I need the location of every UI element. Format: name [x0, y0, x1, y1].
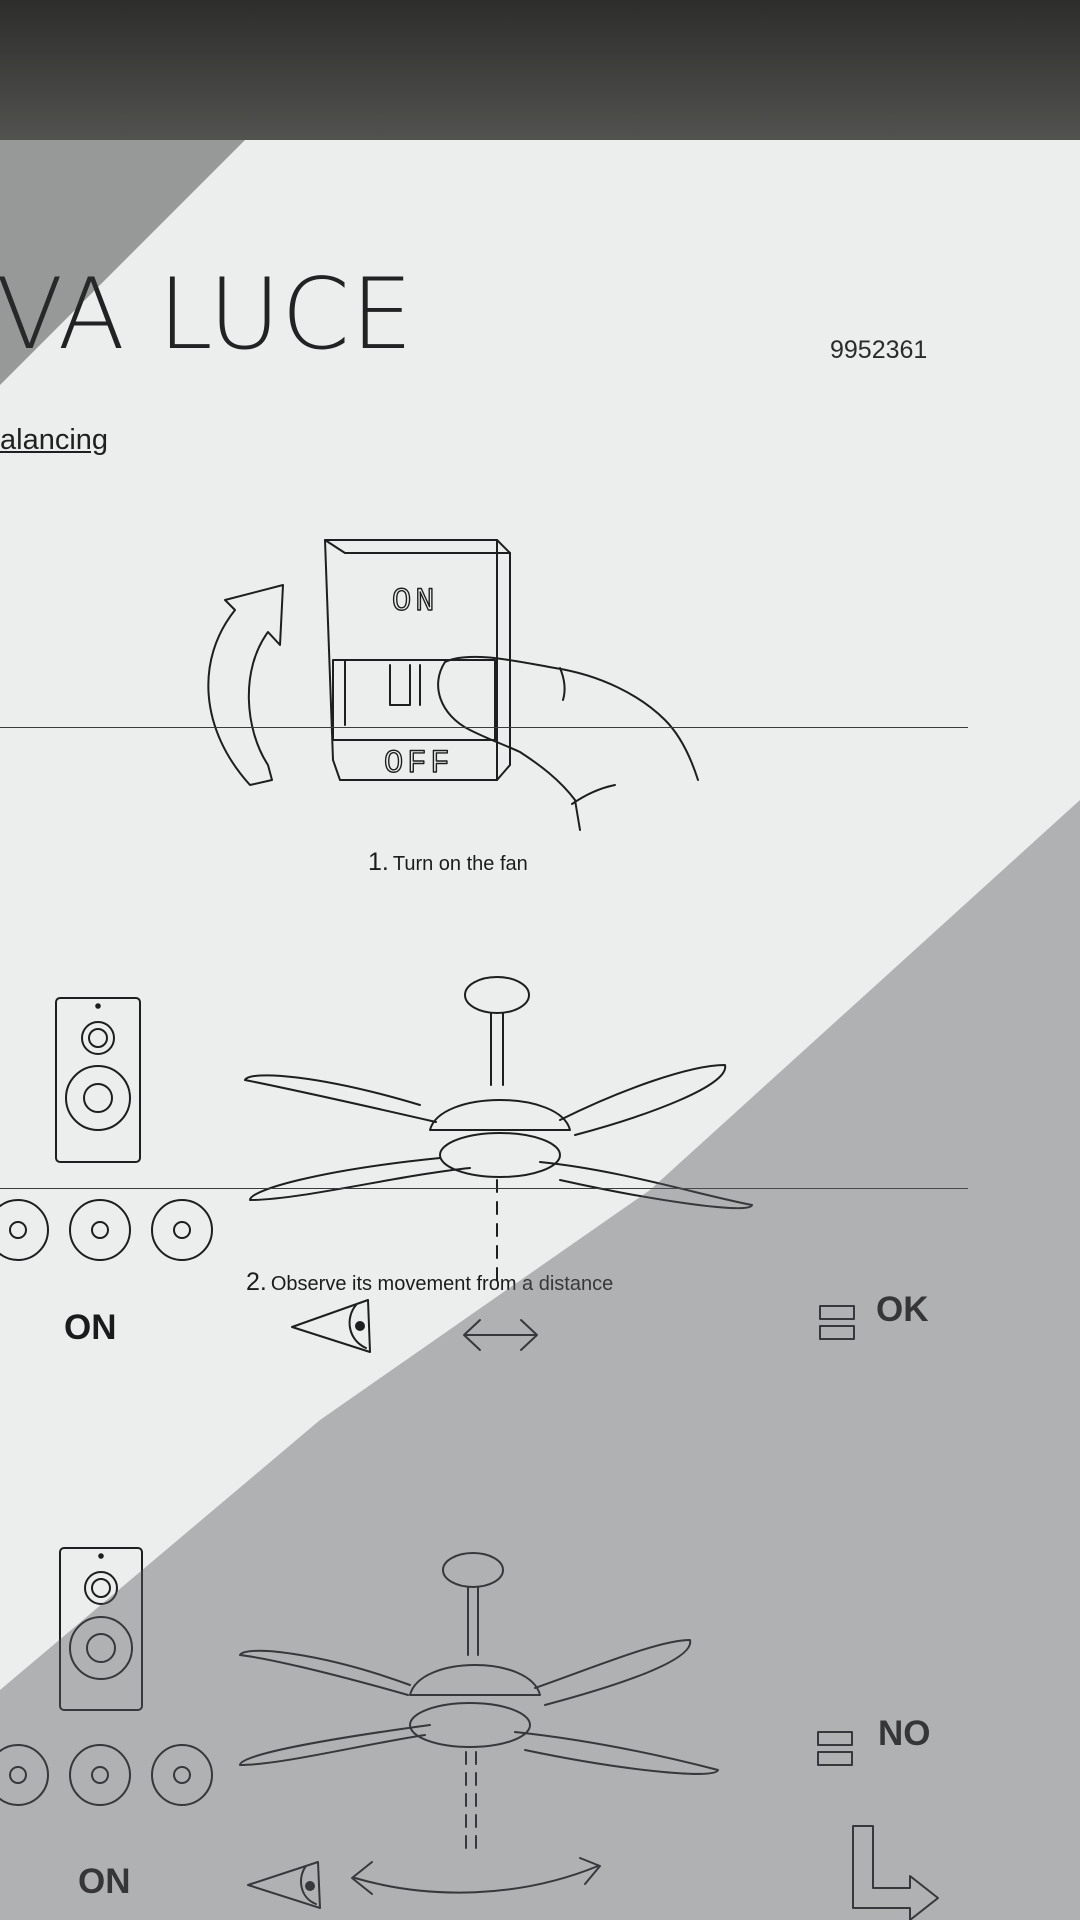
rotating-fan-icon — [0, 1200, 212, 1260]
divider — [0, 727, 968, 728]
step-1-number: 1. — [368, 848, 389, 876]
brand-logo: VA LUCE — [0, 258, 414, 372]
step-2-text: Observe its movement from a distance — [270, 1273, 614, 1295]
switch-on-label: ON — [392, 583, 438, 620]
step-2-number: 2. — [246, 1268, 267, 1296]
double-arrow-icon — [352, 1858, 600, 1894]
remote-control-icon — [60, 1548, 142, 1710]
step-1-caption: 1.Turn on the fan — [368, 848, 528, 877]
wall-switch-icon — [325, 540, 510, 780]
step-2-caption: 2.Observe its movement from a distance — [246, 1268, 613, 1297]
double-arrow-icon — [464, 1320, 537, 1350]
l-arrow-icon — [853, 1826, 938, 1920]
rotating-fan-icon — [0, 1745, 212, 1805]
step-2-result: OK — [876, 1290, 929, 1329]
instruction-sheet: VA LUCE 9952361 alancing ON OFF — [0, 140, 1080, 1920]
switch-off-label: OFF — [384, 745, 454, 782]
eye-icon — [248, 1862, 320, 1908]
divider — [0, 1188, 968, 1189]
section-title: alancing — [0, 424, 109, 456]
equals-icon — [818, 1732, 852, 1765]
equals-icon — [820, 1306, 854, 1339]
ceiling-fan-icon — [245, 977, 752, 1290]
illustrations: ON OFF — [0, 140, 1080, 1920]
hand-icon — [438, 657, 698, 830]
eye-icon — [292, 1300, 370, 1352]
product-code: 9952361 — [830, 336, 928, 364]
ceiling-fan-icon — [240, 1553, 718, 1850]
remote-control-icon — [56, 998, 140, 1162]
step-1-text: Turn on the fan — [392, 853, 528, 875]
step-3-result: NO — [878, 1714, 931, 1753]
step-3-power-label: ON — [78, 1862, 131, 1901]
carpet-background — [0, 0, 1080, 160]
step-2-power-label: ON — [64, 1308, 117, 1347]
curved-up-arrow-icon — [208, 585, 283, 785]
